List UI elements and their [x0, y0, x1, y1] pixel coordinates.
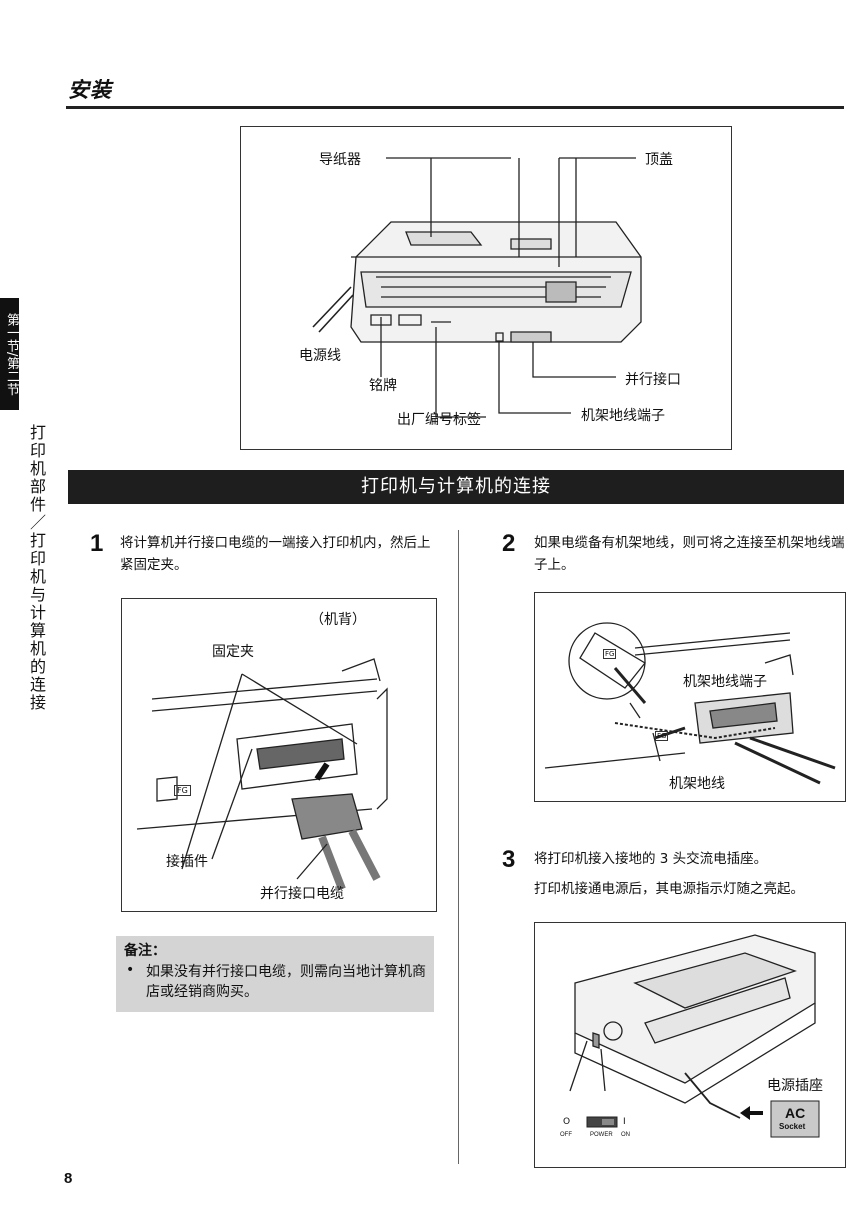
step-3-subtext: 打印机接通电源后，其电源指示灯随之亮起。: [534, 881, 804, 897]
step-3-text: 将打印机接入接地的 3 头交流电插座。: [534, 851, 768, 867]
fig1-fg-label: FG: [174, 785, 191, 796]
step-1-text: 将计算机并行接口电缆的一端接入打印机内，然后上紧固定夹。: [120, 535, 431, 573]
power-socket-figure: 电源插座 AC Socket O I OFF POWER ON: [534, 922, 846, 1168]
step-2-number: 2: [502, 530, 516, 557]
fig3-socket-label: 电源插座: [767, 1078, 823, 1094]
section-banner: 打印机与计算机的连接: [68, 470, 844, 504]
fig3-on-symbol: I: [623, 1117, 626, 1127]
label-nameplate: 铭牌: [369, 378, 397, 394]
side-section-title: 打印机部件／打印机与计算机的连接: [27, 424, 46, 712]
note-text: 如果没有并行接口电缆，则需向当地计算机商店或经销商购买。: [146, 964, 426, 1000]
step-1-number: 1: [90, 530, 104, 557]
label-power-cord: 电源线: [299, 348, 341, 364]
fig1-cable-label: 并行接口电缆: [260, 886, 344, 902]
header-rule: [66, 106, 844, 109]
note-box: 备注： • 如果没有并行接口电缆，则需向当地计算机商店或经销商购买。: [116, 936, 434, 1012]
label-top-cover: 顶盖: [645, 152, 673, 168]
fig3-off-symbol: O: [563, 1117, 571, 1127]
fig1-clip-label: 固定夹: [212, 644, 254, 660]
label-ground-terminal: 机架地线端子: [581, 408, 665, 424]
fig3-socket-text: Socket: [779, 1122, 806, 1131]
printer-power-illustration: [569, 934, 820, 1138]
connector-figure: （机背） 固定夹 FG 接插件 并行接口电缆: [121, 598, 437, 912]
fig2-fg-label-2: FG: [655, 731, 669, 741]
fig2-terminal-label: 机架地线端子: [683, 671, 767, 691]
fig1-back-label: （机背）: [310, 612, 366, 628]
connector-illustration: [136, 658, 388, 891]
fig2-wire-label: 机架地线: [669, 776, 725, 792]
ground-wire-illustration: [544, 622, 836, 785]
fig3-ac-text: AC: [785, 1105, 806, 1121]
step-3-number: 3: [502, 846, 516, 873]
fig1-connector-label: 接插件: [166, 854, 208, 870]
note-bullet: •: [126, 962, 135, 978]
fig3-power-label: POWER: [590, 1132, 613, 1138]
fig3-on-label: ON: [621, 1132, 630, 1138]
step-2-text: 如果电缆备有机架地线，则可将之连接至机架地线端子上。: [534, 535, 845, 573]
page-header-title: 安装: [68, 78, 112, 102]
note-title: 备注：: [124, 943, 166, 959]
printer-front-illustration: [312, 157, 642, 418]
page-number: 8: [64, 1170, 73, 1187]
label-paper-guide: 导纸器: [319, 152, 361, 168]
ground-wire-figure: FG FG 机架地线端子 机架地线: [534, 592, 846, 802]
printer-parts-figure: 导纸器 顶盖 电源线 铭牌 并行接口 出厂编号标签 机架地线端子: [240, 126, 732, 450]
fig2-fg-label-1: FG: [603, 649, 617, 659]
column-divider: [458, 530, 459, 1164]
label-serial-number: 出厂编号标签: [397, 412, 481, 428]
side-tab: 第一节/第二节: [0, 298, 19, 410]
fig3-off-label: OFF: [560, 1132, 572, 1138]
label-parallel-port: 并行接口: [625, 372, 681, 388]
